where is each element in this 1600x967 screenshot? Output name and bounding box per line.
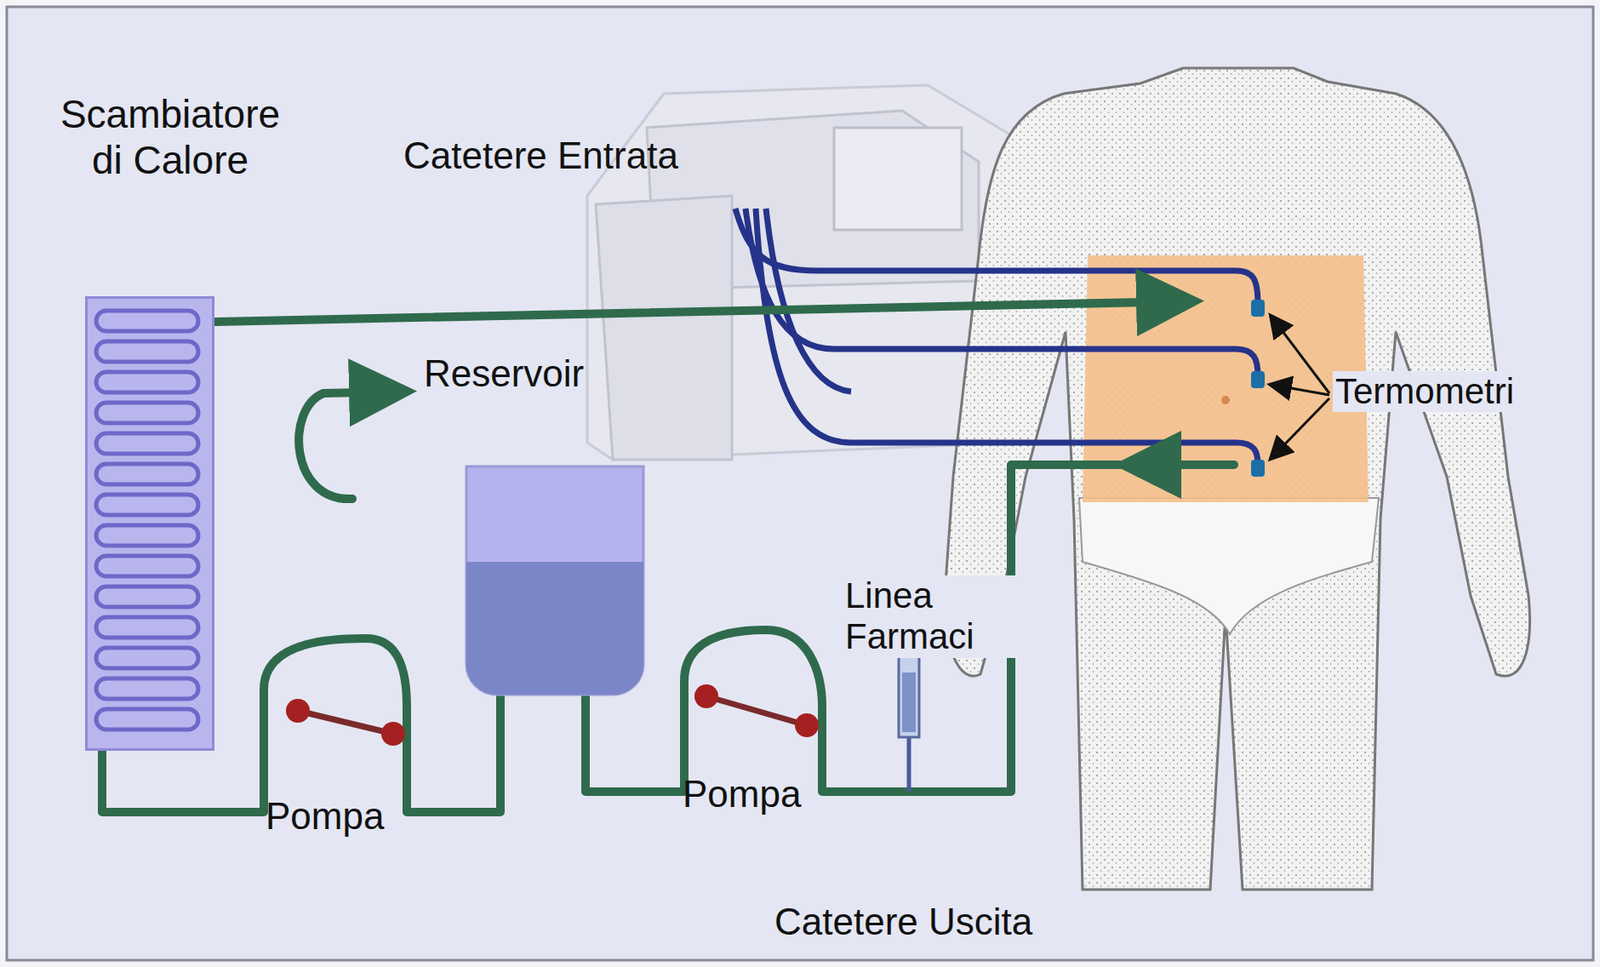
diagram-label: Linea Farmaci	[842, 575, 1018, 658]
leader-lines	[1271, 316, 1330, 458]
diagram-label: Catetere Entrata	[403, 134, 679, 178]
node-title: Scambiatore di Calore	[51, 91, 290, 184]
patient-figure	[944, 68, 1531, 890]
diagram-label: Termometri	[1332, 371, 1517, 412]
inflow-catheters	[735, 208, 1258, 465]
thermometer-tips	[1251, 299, 1265, 477]
diagram-label: Pompa	[265, 794, 384, 839]
reservoir-bag	[466, 466, 644, 695]
diagram-label: Catetere Uscita	[774, 900, 1033, 944]
diagram-label: Pompa	[682, 772, 801, 817]
heat-exchanger-body	[85, 296, 215, 751]
heat-exchanger: Scambiatore di Calore	[34, 91, 307, 756]
exchanger-coil	[87, 298, 212, 749]
circuit-tubing	[102, 301, 1235, 812]
frame	[6, 6, 1594, 960]
diagram-label: Reservoir	[423, 352, 584, 396]
